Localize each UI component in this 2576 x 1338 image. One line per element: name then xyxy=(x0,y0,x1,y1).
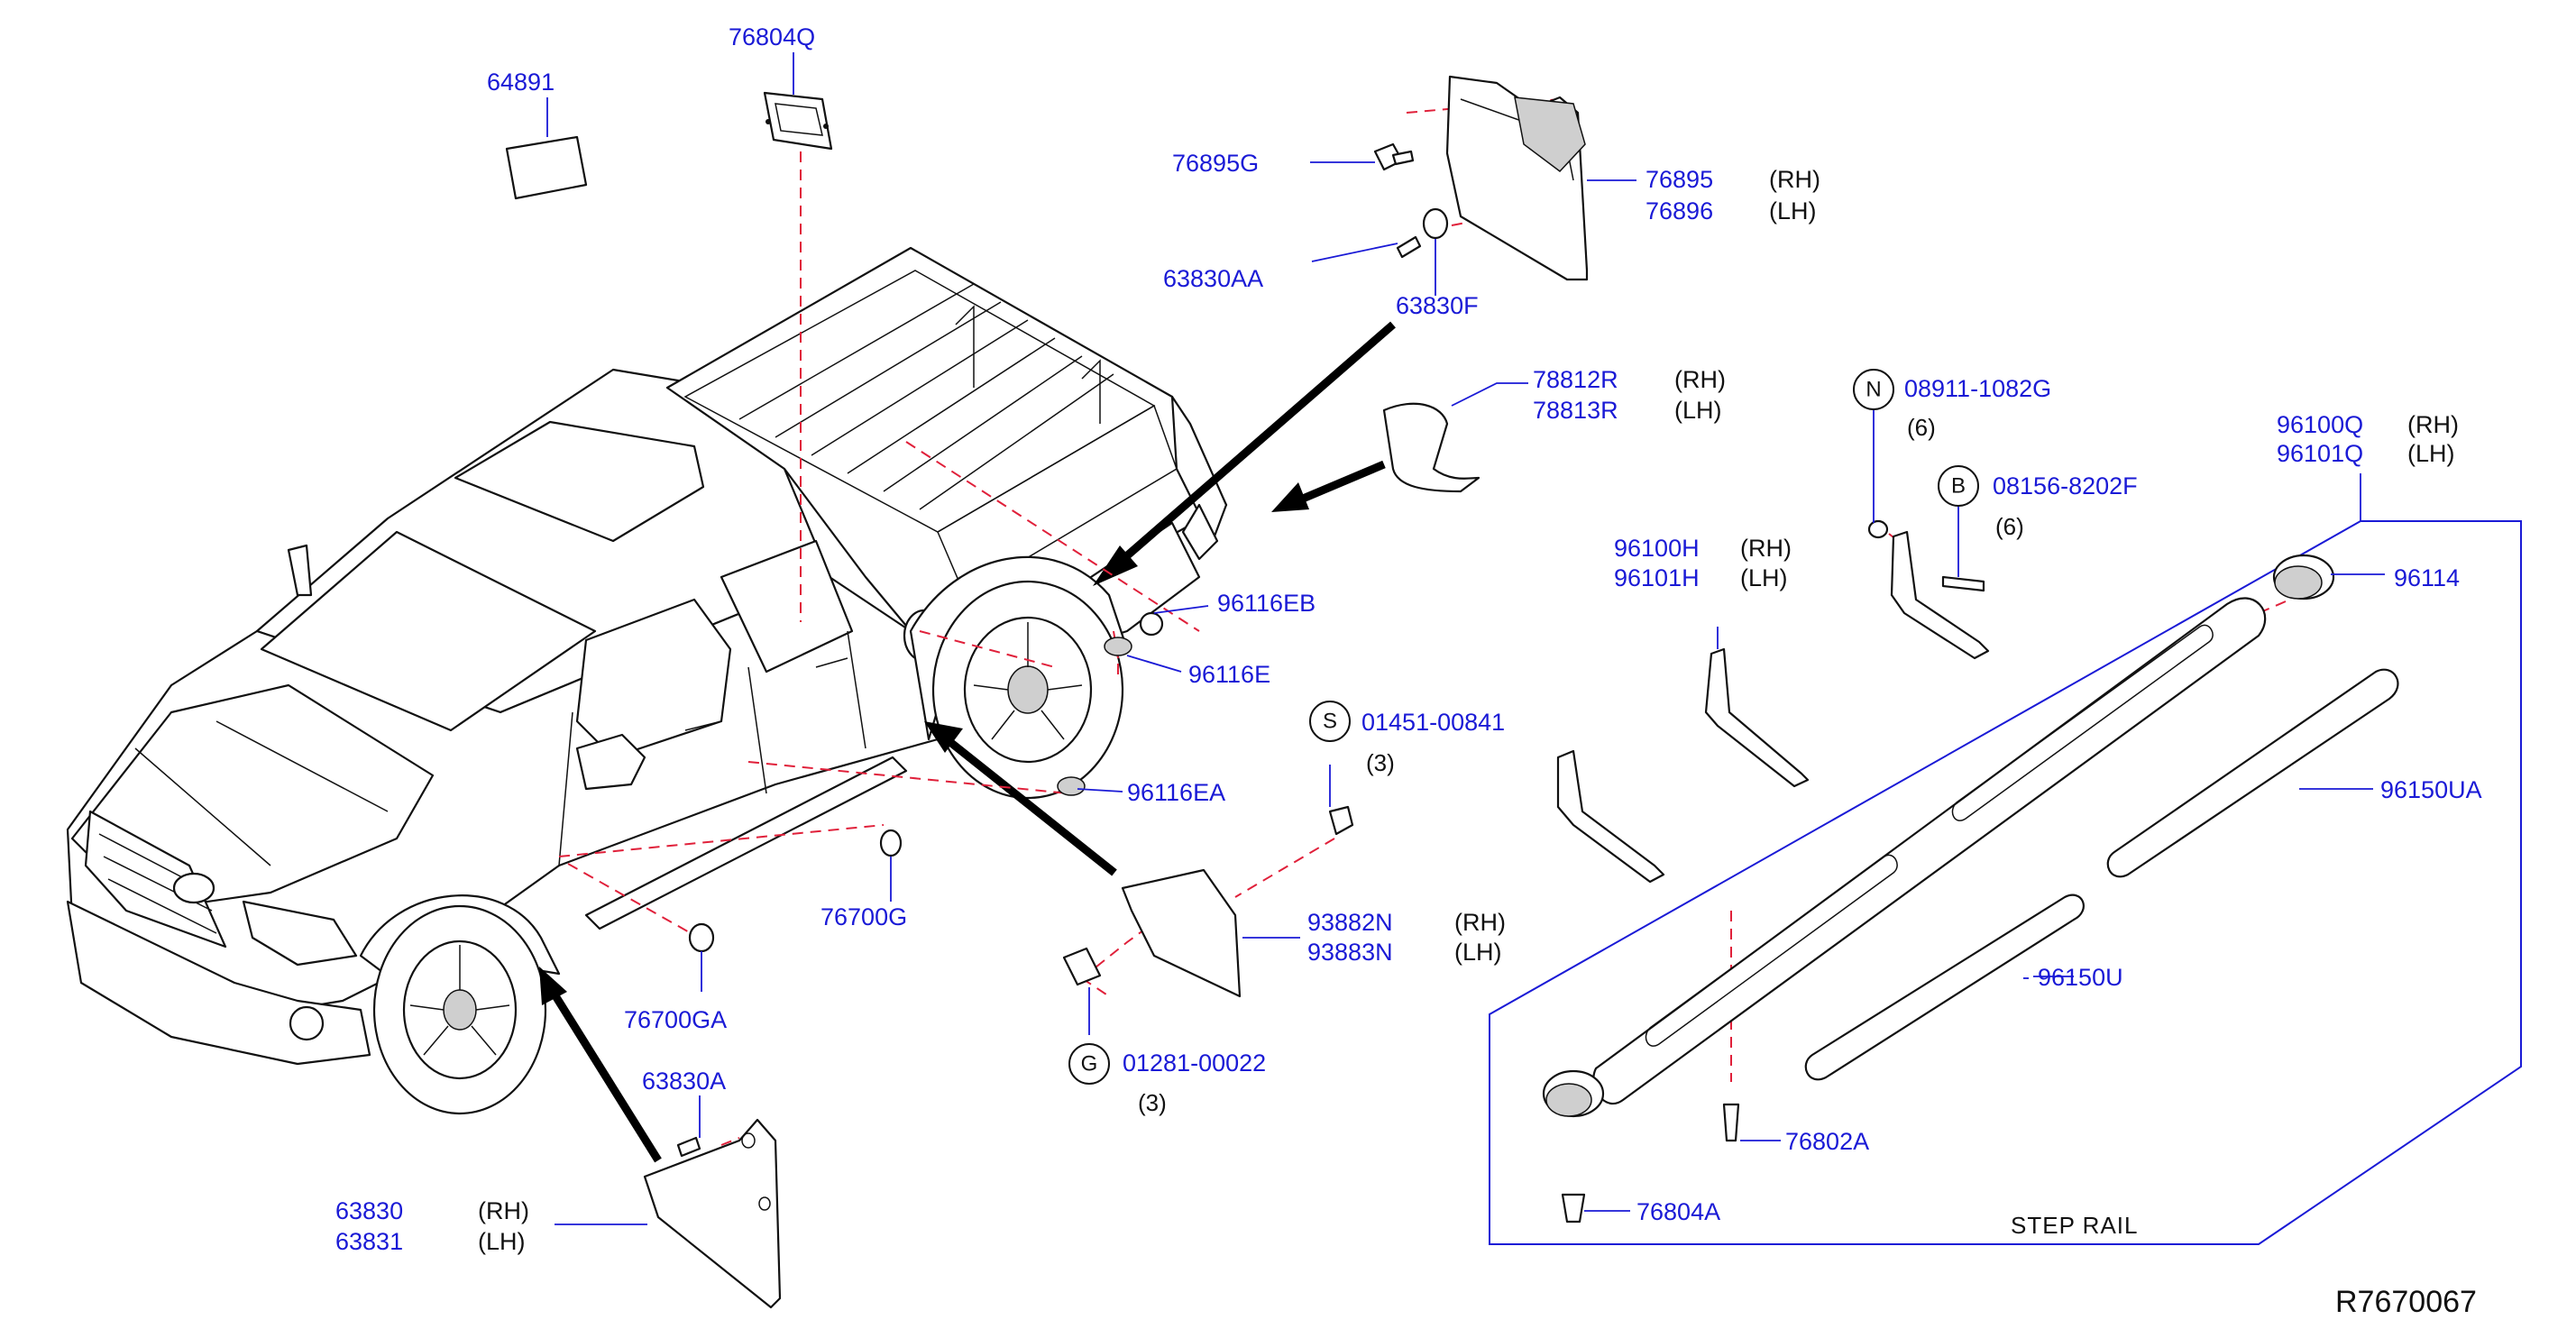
arrow-to-rear-flare xyxy=(1093,321,1396,586)
label-93882N[interactable]: 93882N xyxy=(1307,909,1393,936)
label-96116EA[interactable]: 96116EA xyxy=(1127,779,1225,806)
side-78812R: (RH) xyxy=(1674,366,1726,393)
step-rail-title: STEP RAIL xyxy=(2011,1212,2138,1239)
step-rail-frame xyxy=(1489,520,2522,1245)
label-76804Q[interactable]: 76804Q xyxy=(729,23,815,50)
part-96114-end-cap xyxy=(2272,554,2335,600)
arrow-to-rear-mudguard xyxy=(924,721,1117,876)
arrow-to-fender-protector xyxy=(1271,460,1386,512)
side-63831: (LH) xyxy=(478,1228,526,1255)
part-63830-mudflap xyxy=(643,1118,782,1309)
label-96150U[interactable]: 96150U xyxy=(2038,964,2123,991)
part-96150U-pad xyxy=(1804,894,2085,1081)
part-96116EA-grommet xyxy=(1057,776,1086,796)
side-93882N: (RH) xyxy=(1454,909,1506,936)
part-96116E-grommet xyxy=(1104,637,1132,656)
part-96150UA-pad xyxy=(2106,668,2399,878)
qty-01451: (3) xyxy=(1366,749,1395,776)
svg-text:G: G xyxy=(1081,1052,1098,1077)
part-76802A-bolt xyxy=(1722,1103,1740,1142)
svg-text:B: B xyxy=(1951,474,1966,499)
badge-n: N xyxy=(1853,369,1894,410)
label-76802A[interactable]: 76802A xyxy=(1785,1128,1869,1155)
label-96100H[interactable]: 96100H xyxy=(1614,535,1700,562)
label-63830AA[interactable]: 63830AA xyxy=(1163,265,1263,292)
qty-08156: (6) xyxy=(1995,513,2024,540)
label-64891[interactable]: 64891 xyxy=(487,69,555,96)
side-78813R: (LH) xyxy=(1674,397,1722,424)
qty-01281: (3) xyxy=(1138,1089,1167,1116)
part-96100H-bracket-front xyxy=(1556,749,1665,884)
side-96100H: (RH) xyxy=(1740,535,1792,562)
part-63830F-grommet xyxy=(1422,207,1449,240)
part-76895G-clip xyxy=(1373,142,1415,171)
label-93883N[interactable]: 93883N xyxy=(1307,939,1393,966)
label-96101Q[interactable]: 96101Q xyxy=(2277,440,2363,467)
part-01451-screw xyxy=(1328,805,1354,836)
label-76700G[interactable]: 76700G xyxy=(820,903,907,930)
part-08156-bolt xyxy=(1941,575,1985,592)
part-76804Q-plate xyxy=(763,91,833,151)
label-08156[interactable]: 08156-8202F xyxy=(1993,472,2138,499)
part-96114-end-cap-front xyxy=(1542,1069,1605,1118)
side-96100Q: (RH) xyxy=(2407,411,2459,438)
label-63830F[interactable]: 63830F xyxy=(1396,292,1479,319)
badge-b: B xyxy=(1938,465,1979,507)
label-96116EB[interactable]: 96116EB xyxy=(1217,590,1316,617)
label-96101H[interactable]: 96101H xyxy=(1614,564,1700,591)
part-76700G-plug xyxy=(879,829,903,857)
part-96116EB-grommet xyxy=(1139,611,1164,637)
part-76804A-screw xyxy=(1561,1193,1586,1223)
part-08911-nut xyxy=(1867,519,1889,539)
leader-lines xyxy=(546,52,2385,1225)
side-96101H: (LH) xyxy=(1740,564,1788,591)
label-63831[interactable]: 63831 xyxy=(335,1228,403,1255)
label-63830A[interactable]: 63830A xyxy=(642,1068,726,1095)
label-96100Q[interactable]: 96100Q xyxy=(2277,411,2363,438)
badge-g: G xyxy=(1068,1043,1110,1085)
badge-s: S xyxy=(1309,701,1351,742)
svg-text:S: S xyxy=(1323,710,1337,734)
label-76895[interactable]: 76895 xyxy=(1646,166,1713,193)
label-01281[interactable]: 01281-00022 xyxy=(1123,1049,1266,1077)
part-01281-clip xyxy=(1062,947,1102,986)
part-76700GA-plug xyxy=(688,922,715,953)
label-76804A[interactable]: 76804A xyxy=(1636,1198,1720,1225)
side-93883N: (LH) xyxy=(1454,939,1502,966)
label-76896[interactable]: 76896 xyxy=(1646,197,1713,225)
part-76895-mudflap xyxy=(1445,75,1589,281)
label-96116E[interactable]: 96116E xyxy=(1188,661,1270,688)
part-93882N-mudguard xyxy=(1121,868,1242,998)
part-96100H-bracket xyxy=(1704,647,1810,788)
label-78813R[interactable]: 78813R xyxy=(1533,397,1618,424)
pickup-truck-drawing xyxy=(66,246,1228,1115)
arrow-to-front-mudguard xyxy=(539,967,662,1163)
side-63830: (RH) xyxy=(478,1197,529,1224)
part-78812R-protector xyxy=(1382,402,1481,493)
label-01451[interactable]: 01451-00841 xyxy=(1361,709,1505,736)
part-63830A-screw xyxy=(676,1136,701,1158)
label-96150UA[interactable]: 96150UA xyxy=(2380,776,2482,803)
label-63830[interactable]: 63830 xyxy=(335,1197,403,1224)
diagram-reference-code: R7670067 xyxy=(2335,1285,2477,1319)
side-76896: (LH) xyxy=(1769,197,1817,225)
label-76895G[interactable]: 76895G xyxy=(1172,150,1259,177)
part-96100Q-bracket-rear xyxy=(1890,530,1990,660)
side-96101Q: (LH) xyxy=(2407,440,2455,467)
side-76895: (RH) xyxy=(1769,166,1820,193)
label-78812R[interactable]: 78812R xyxy=(1533,366,1618,393)
qty-08911: (6) xyxy=(1907,414,1936,441)
label-96114[interactable]: 96114 xyxy=(2394,564,2460,591)
part-64891-pad xyxy=(505,135,588,200)
label-76700GA[interactable]: 76700GA xyxy=(624,1006,727,1033)
part-63830AA-screw xyxy=(1396,235,1422,259)
label-08911[interactable]: 08911-1082G xyxy=(1904,375,2051,402)
svg-text:N: N xyxy=(1866,378,1881,402)
